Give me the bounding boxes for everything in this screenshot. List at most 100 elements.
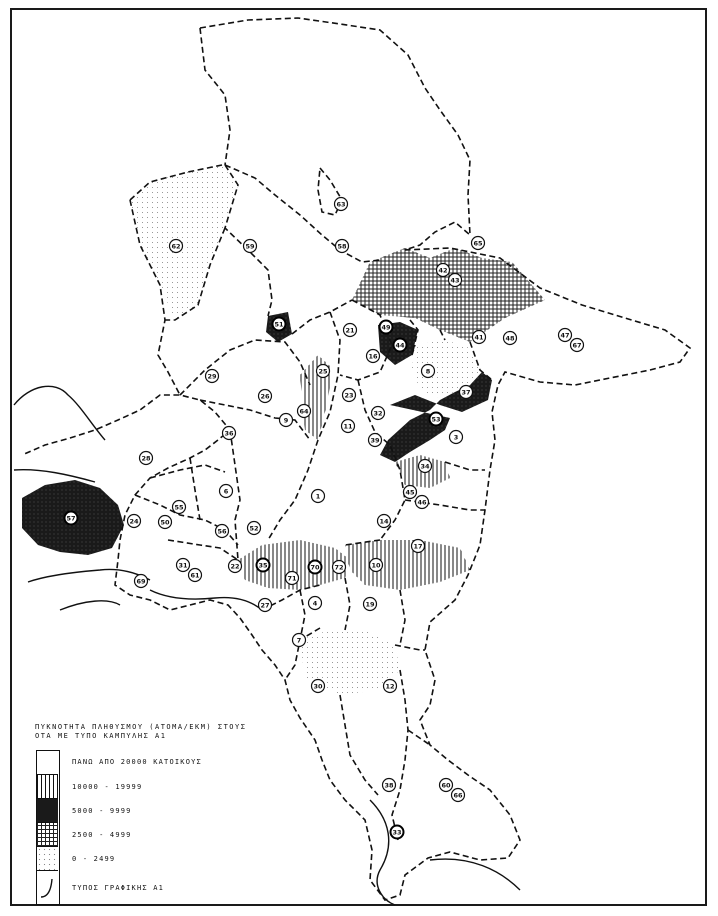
region-marker-circle	[315, 363, 331, 379]
region-marker-circle	[278, 412, 294, 428]
region-marker: 57	[63, 510, 79, 526]
map-frame	[10, 8, 707, 906]
region-marker: 53	[428, 411, 444, 427]
region-marker-label: 6	[224, 488, 229, 496]
region-marker: 39	[367, 432, 383, 448]
region-marker-circle	[227, 558, 243, 574]
legend-swatch-solid-dark	[37, 799, 58, 823]
region-marker-circle	[175, 557, 191, 573]
region-marker-circle	[307, 559, 323, 575]
region-marker-label: 38	[384, 782, 394, 790]
region-marker-circle	[448, 429, 464, 445]
region-marker-circle	[569, 337, 585, 353]
region-marker: 44	[392, 337, 408, 353]
region-marker-label: 45	[405, 489, 415, 497]
region-marker-label: 14	[379, 518, 389, 526]
region-marker: 14	[376, 513, 392, 529]
region-marker-label: 27	[260, 602, 269, 610]
region-marker-circle	[428, 411, 444, 427]
region-marker-label: 67	[572, 342, 581, 350]
region-marker: 56	[214, 523, 230, 539]
region-fill-dots	[130, 165, 238, 320]
region-marker-circle	[257, 388, 273, 404]
district-borders	[21, 17, 692, 901]
region-marker: 1	[310, 488, 326, 504]
region-marker-label: 41	[474, 334, 484, 342]
region-marker: 9	[278, 412, 294, 428]
legend-label-4: 0 - 2499	[72, 855, 116, 863]
region-marker-circle	[271, 316, 287, 332]
region-marker-circle	[310, 678, 326, 694]
region-marker: 42	[435, 262, 451, 278]
region-marker-label: 22	[230, 563, 239, 571]
region-marker: 41	[471, 329, 487, 345]
region-marker-label: 24	[129, 518, 139, 526]
region-marker: 43	[447, 272, 463, 288]
legend-swatches	[36, 750, 60, 905]
legend-title-line1: ΠΥΚΝΟΤΗΤΑ ΠΛΗΘΥΣΜΟΥ (ΑΤΟΜΑ/ΕΚΜ) ΣΤΟΥΣ	[35, 723, 247, 731]
region-marker-label: 8	[426, 368, 431, 376]
region-marker-circle	[157, 514, 173, 530]
region-marker-label: 69	[136, 578, 146, 586]
region-marker-label: 23	[344, 392, 353, 400]
region-marker-label: 47	[560, 332, 569, 340]
region-marker-circle	[333, 196, 349, 212]
region-marker: 65	[470, 235, 486, 251]
region-marker-circle	[340, 418, 356, 434]
region-marker-label: 46	[417, 499, 427, 507]
region-marker: 16	[365, 348, 381, 364]
region-marker: 48	[502, 330, 518, 346]
region-marker-label: 11	[343, 423, 353, 431]
region-marker-circle	[310, 488, 326, 504]
region-marker: 67	[569, 337, 585, 353]
region-marker-label: 7	[297, 637, 302, 645]
region-marker-circle	[447, 272, 463, 288]
legend-title: ΠΥΚΝΟΤΗΤΑ ΠΛΗΘΥΣΜΟΥ (ΑΤΟΜΑ/ΕΚΜ) ΣΤΟΥΣ ΟΤ…	[35, 723, 335, 741]
region-marker: 60	[438, 777, 454, 793]
region-marker: 59	[242, 238, 258, 254]
region-marker-circle	[470, 235, 486, 251]
legend-label-0: ΠΑΝΩ ΑΠΟ 20000 ΚΑΤΟΙΚΟΥΣ	[72, 758, 202, 766]
region-marker-label: 53	[431, 416, 440, 424]
region-marker-circle	[367, 432, 383, 448]
region-marker: 10	[368, 557, 384, 573]
region-marker: 34	[417, 458, 433, 474]
region-marker-label: 3	[454, 434, 459, 442]
region-marker-label: 16	[368, 353, 378, 361]
region-marker-circle	[307, 595, 323, 611]
region-marker-circle	[218, 483, 234, 499]
region-marker-label: 1	[316, 493, 321, 501]
region-marker-label: 58	[337, 243, 347, 251]
region-marker: 4	[307, 595, 323, 611]
legend-swatch-blank	[37, 751, 58, 775]
region-marker-circle	[255, 557, 271, 573]
region-marker: 38	[381, 777, 397, 793]
region-marker-label: 32	[373, 410, 382, 418]
region-marker-circle	[557, 327, 573, 343]
region-marker-label: 28	[141, 455, 151, 463]
region-marker-label: 35	[258, 562, 268, 570]
region-marker-label: 33	[392, 829, 401, 837]
region-marker-circle	[257, 597, 273, 613]
region-marker-circle	[370, 405, 386, 421]
region-marker-circle	[420, 363, 436, 379]
region-marker-circle	[331, 559, 347, 575]
region-marker: 25	[315, 363, 331, 379]
legend-label-3: 2500 - 4999	[72, 831, 132, 839]
legend-label-5: ΤΥΠΟΣ ΓΡΑΦΙΚΗΣ Α1	[72, 884, 165, 892]
region-marker-circle	[368, 557, 384, 573]
region-marker: 71	[284, 570, 300, 586]
region-marker-circle	[450, 787, 466, 803]
region-marker-circle	[63, 510, 79, 526]
region-marker-label: 10	[371, 562, 381, 570]
region-marker-circle	[187, 567, 203, 583]
region-marker-circle	[341, 387, 357, 403]
region-marker: 61	[187, 567, 203, 583]
region-marker: 52	[246, 520, 262, 536]
legend-swatch-vertical-hatch	[37, 775, 58, 799]
region-marker-circle	[389, 824, 405, 840]
region-marker-label: 72	[334, 564, 343, 572]
region-marker-label: 65	[473, 240, 483, 248]
region-marker: 11	[340, 418, 356, 434]
region-fill-vert	[238, 540, 350, 590]
